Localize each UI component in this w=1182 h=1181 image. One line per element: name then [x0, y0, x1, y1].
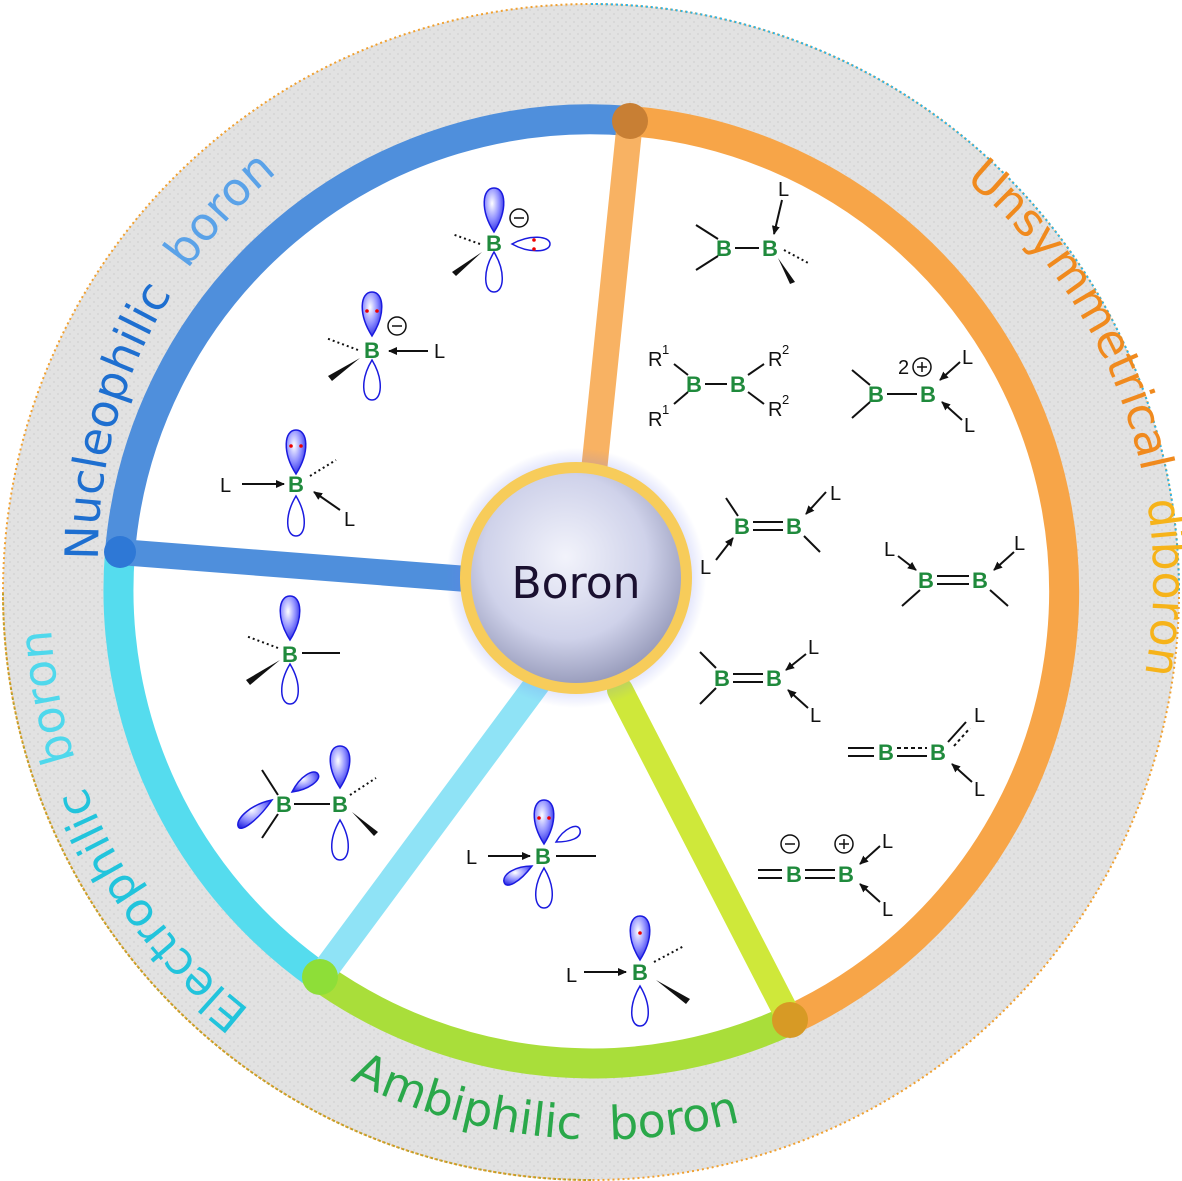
svg-text:R: R — [648, 409, 662, 431]
svg-text:B: B — [714, 666, 730, 691]
structure-borane: B — [245, 595, 340, 705]
svg-text:L: L — [882, 831, 893, 853]
svg-text:B: B — [288, 472, 304, 497]
junctions — [104, 103, 808, 1038]
svg-text:L: L — [220, 475, 231, 497]
structure-boryl-anion-lone-pair: B — [451, 187, 551, 293]
structure-diborane-lobes: B B — [237, 745, 378, 861]
svg-text:L: L — [810, 705, 821, 727]
svg-text:R: R — [768, 349, 782, 371]
center-label: Boron — [511, 558, 640, 609]
svg-text:B: B — [786, 862, 802, 887]
svg-text:R: R — [768, 399, 782, 421]
svg-text:L: L — [434, 341, 445, 363]
svg-text:L: L — [884, 539, 895, 561]
svg-text:L: L — [974, 779, 985, 801]
svg-text:B: B — [486, 231, 502, 256]
svg-text:L: L — [882, 899, 893, 921]
svg-text:L: L — [830, 483, 841, 505]
structure-unsym-diboron-1: B B L — [695, 179, 811, 284]
svg-text:B: B — [766, 666, 782, 691]
svg-text:2: 2 — [782, 342, 789, 357]
svg-text:L: L — [778, 179, 789, 201]
svg-text:B: B — [632, 960, 648, 985]
structure-borylene-two-ligands: B L L — [220, 429, 355, 537]
svg-text:L: L — [344, 509, 355, 531]
structure-boryl-anion-ligand: B L — [325, 291, 445, 401]
svg-text:L: L — [1014, 533, 1025, 555]
svg-text:B: B — [930, 740, 946, 765]
structure-diboryne-1: B B L L — [848, 705, 985, 801]
svg-text:L: L — [974, 705, 985, 727]
svg-text:B: B — [282, 642, 298, 667]
ring-segments — [103, 104, 1080, 1079]
spoke-lower-right — [607, 677, 803, 1033]
structure-diborene-1: B B L L — [700, 483, 841, 579]
structure-ambiphilic-borylene: B L — [466, 799, 596, 909]
svg-text:B: B — [332, 792, 348, 817]
svg-text:B: B — [920, 382, 936, 407]
svg-text:B: B — [535, 844, 551, 869]
structure-unsym-diboron-dication: B B 2 L L — [851, 347, 975, 437]
spokes — [107, 108, 803, 1033]
svg-text:B: B — [734, 514, 750, 539]
svg-text:B: B — [276, 792, 292, 817]
svg-text:1: 1 — [662, 342, 669, 357]
structure-diborene-3: B B L L — [699, 637, 821, 727]
svg-text:B: B — [878, 740, 894, 765]
svg-text:L: L — [566, 965, 577, 987]
svg-text:B: B — [838, 862, 854, 887]
segment-nucleophilic — [105, 104, 632, 554]
outer-band — [2, 3, 1180, 1181]
svg-text:L: L — [962, 347, 973, 369]
svg-text:B: B — [716, 236, 732, 261]
svg-text:L: L — [700, 557, 711, 579]
segment-ambiphilic — [311, 964, 797, 1079]
spoke-top — [578, 108, 643, 513]
center-node: Boron — [446, 448, 706, 708]
svg-text:B: B — [972, 568, 988, 593]
segment-unsymmetrical — [628, 106, 1080, 1034]
spoke-lower-left — [307, 667, 553, 990]
svg-text:L: L — [964, 415, 975, 437]
svg-text:B: B — [730, 372, 746, 397]
svg-text:1: 1 — [662, 402, 669, 417]
structure-borylene-single-ligand: B L — [566, 915, 690, 1027]
svg-text:R: R — [648, 349, 662, 371]
segment-electrophilic — [103, 550, 329, 990]
svg-text:2: 2 — [898, 357, 909, 379]
svg-text:B: B — [918, 568, 934, 593]
spoke-left — [107, 539, 493, 593]
svg-text:B: B — [686, 372, 702, 397]
svg-text:L: L — [466, 847, 477, 869]
svg-text:B: B — [786, 514, 802, 539]
svg-text:B: B — [868, 382, 884, 407]
svg-text:B: B — [364, 338, 380, 363]
svg-text:2: 2 — [782, 392, 789, 407]
structure-diboryne-charged: B B L L — [758, 831, 893, 921]
svg-text:L: L — [808, 637, 819, 659]
svg-text:B: B — [762, 236, 778, 261]
structure-diborene-2: B B L L — [884, 533, 1025, 607]
